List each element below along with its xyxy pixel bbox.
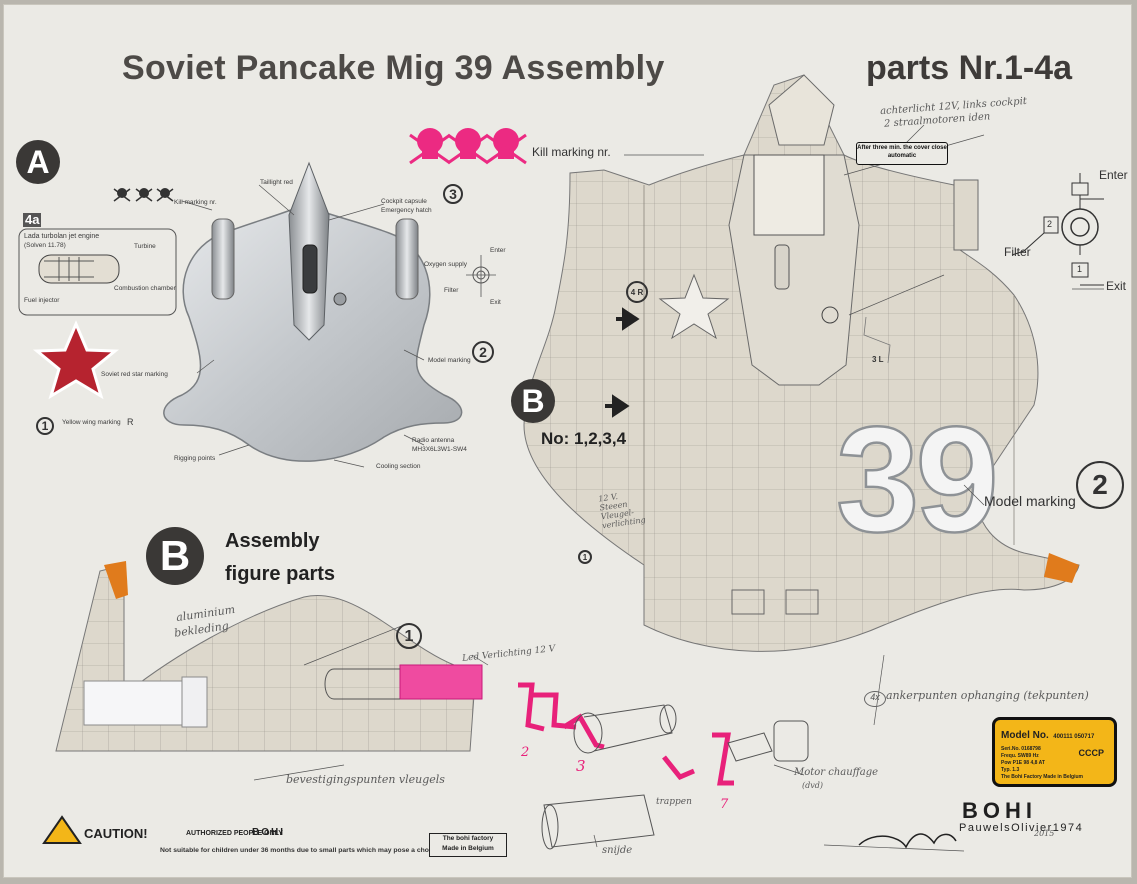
kill-marking-skulls xyxy=(409,128,527,165)
fuel-label: Fuel injector xyxy=(24,297,60,304)
radio-code-label: MH3X6L3W1-SW4 xyxy=(412,446,467,453)
plate-line-3: Pow P1E 98 4,8 AT xyxy=(1001,760,1045,766)
magenta-parts xyxy=(518,682,734,786)
metal-plane-model xyxy=(163,161,463,462)
authorized-only-text: AUTHORIZED PEOPLE ONLY xyxy=(186,830,283,837)
cccp-label: CCCP xyxy=(1078,748,1104,758)
caution-heading: CAUTION! xyxy=(84,826,148,841)
engine-drawing xyxy=(38,254,120,284)
hatch-label: Emergency hatch xyxy=(381,207,432,214)
filter-exit-label: Exit xyxy=(1106,279,1127,293)
blueprint-board: 39 xyxy=(3,4,1132,878)
yellow-wing-label: Yellow wing marking xyxy=(62,419,121,426)
fig-3: 3 xyxy=(576,757,586,775)
marker-b-assembly: B xyxy=(146,527,204,585)
note-motor: Motor chauffage xyxy=(794,767,879,778)
page-title: Soviet Pancake Mig 39 Assembly xyxy=(122,49,665,87)
fig-7: 7 xyxy=(720,797,729,812)
engine-title: Lada turbolan jet engine xyxy=(24,233,100,240)
plate-line-5: The Bohi Factory Made in Belgium xyxy=(1001,774,1083,780)
artist-name: PauwelsOlivier1974 xyxy=(959,822,1084,834)
combustion-label: Combustion chamber xyxy=(114,285,176,292)
cockpit-label: Cockpit capsule xyxy=(381,198,427,205)
note-wing-points: bevestigingspunten vleugels xyxy=(286,773,445,786)
engine-sub: (Solven 11.78) xyxy=(24,242,66,249)
marker-2-large: 2 xyxy=(1076,461,1124,509)
brand-small: BOHI xyxy=(252,827,285,838)
marker-1-small: 1 xyxy=(36,417,54,435)
marker-b-main: B xyxy=(511,379,555,423)
turbine-label: Turbine xyxy=(134,243,156,250)
small-skulls xyxy=(113,188,174,202)
filter-label: Filter xyxy=(1004,245,1031,259)
note-date: 2015 xyxy=(1034,829,1055,838)
note-trappen: trappen xyxy=(656,797,692,807)
plate-line-2: Frequ. SW89 Hz xyxy=(1001,753,1039,759)
choking-notice: Not suitable for children under 36 month… xyxy=(160,847,467,854)
assembly-label: Assembly xyxy=(225,530,320,552)
star-marking-label: Soviet red star marking xyxy=(101,371,168,378)
factory-line-2: Made in Belgium xyxy=(442,845,494,852)
marker-4r: 4 R xyxy=(626,281,648,303)
figure-parts-label: figure parts xyxy=(225,563,336,585)
metal-39-numerals: 39 xyxy=(835,394,1000,565)
note-lamp: 12 V. Steeen Vleugel-verlichting xyxy=(597,491,647,531)
parts-range: parts Nr.1-4a xyxy=(866,49,1072,87)
red-star-icon xyxy=(32,320,120,400)
marker-2-small: 2 xyxy=(472,341,494,363)
arrow-icon xyxy=(605,394,630,418)
drawing-layer: 39 xyxy=(18,74,1104,852)
note-snijde: snijde xyxy=(602,845,633,856)
model-marking-small-label: Model marking xyxy=(428,357,471,364)
signature xyxy=(858,833,957,849)
marker-3: 3 xyxy=(443,184,463,204)
note-motor-2: (dvd) xyxy=(802,781,824,790)
marker-4a: 4a xyxy=(23,212,42,227)
small-filter-label: Filter xyxy=(444,287,459,294)
small-enter-label: Enter xyxy=(490,247,506,254)
plate-line-1: Seri.No. 0168798 xyxy=(1001,746,1041,752)
big-numeral-text: 39 xyxy=(836,395,995,563)
kill-marking-small-label: Kill marking nr. xyxy=(174,199,217,206)
radio-label: Radio antenna xyxy=(412,437,455,444)
auto-close-note: After three min. the cover close automat… xyxy=(856,142,948,165)
arrow-icon xyxy=(616,307,640,331)
assembly-figure-parts-drawing xyxy=(55,561,483,752)
marker-a: A xyxy=(16,140,60,184)
model-no-label: Model No. xyxy=(1001,730,1049,741)
fig-2: 2 xyxy=(521,745,530,760)
warning-icon xyxy=(42,815,82,844)
factory-box: The bohi factory Made in Belgium xyxy=(429,833,507,857)
yellow-wing-r: R xyxy=(127,417,134,427)
small-filter-diagram xyxy=(466,255,496,297)
model-no-value: 400111 050717 xyxy=(1053,734,1095,740)
filter-box-2: 2 xyxy=(1047,219,1053,229)
marker-1-assembly: 1 xyxy=(396,623,422,649)
mechanical-sketches xyxy=(541,704,809,850)
oxygen-supply-label: Oxygen supply xyxy=(424,261,467,268)
note-anchor-points: ankerpunten ophanging (tekpunten) xyxy=(886,689,1089,702)
note-4x: 4x xyxy=(864,691,886,707)
filter-box-1: 1 xyxy=(1077,264,1083,274)
plate-line-4: Typ. 1.3 xyxy=(1001,767,1020,773)
engine-box xyxy=(18,228,177,316)
marker-1-plane: 1 xyxy=(578,550,592,564)
large-plane-drawing xyxy=(523,74,1080,652)
taillight-label: Taillight red xyxy=(260,179,293,186)
small-exit-label: Exit xyxy=(490,299,501,306)
filter-enter-label: Enter xyxy=(1099,168,1128,182)
model-number-plate: Model No. 400111 050717 CCCP Seri.No. 01… xyxy=(992,717,1117,787)
marker-3l: 3 L xyxy=(872,355,884,364)
model-marking-label: Model marking xyxy=(984,493,1076,509)
brand-logo: BOHI xyxy=(962,798,1037,823)
factory-line-1: The bohi factory xyxy=(442,835,494,842)
kill-marking-label: Kill marking nr. xyxy=(532,145,611,159)
rigging-label: Rigging points xyxy=(174,455,216,462)
right-filter-diagram xyxy=(1011,173,1104,286)
cooling-label: Cooling section xyxy=(376,463,421,470)
numbers-label: No: 1,2,3,4 xyxy=(541,429,627,448)
